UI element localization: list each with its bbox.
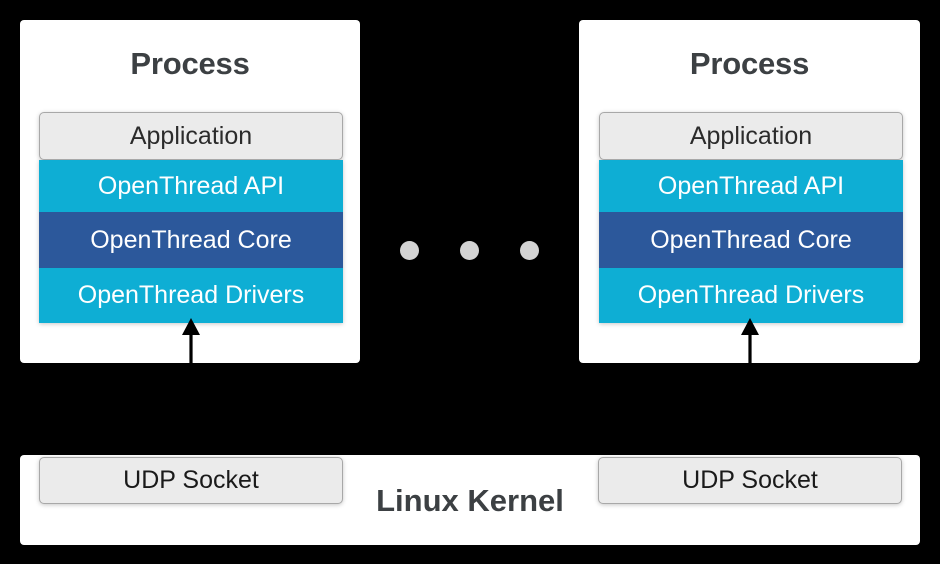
arrow-up-icon-left bbox=[182, 318, 200, 364]
layer-openthread-drivers-right: OpenThread Drivers bbox=[599, 268, 903, 323]
layer-openthread-api-right: OpenThread API bbox=[599, 160, 903, 212]
layer-openthread-core-left: OpenThread Core bbox=[39, 212, 343, 268]
process-title-left: Process bbox=[130, 46, 250, 81]
layer-stack-right: Application OpenThread API OpenThread Co… bbox=[599, 112, 903, 323]
layer-stack-left: Application OpenThread API OpenThread Co… bbox=[39, 112, 343, 323]
more-processes-ellipsis bbox=[398, 241, 542, 261]
layer-openthread-api-left: OpenThread API bbox=[39, 160, 343, 212]
ellipsis-dot-2 bbox=[460, 241, 479, 260]
layer-application-right: Application bbox=[599, 112, 903, 160]
kernel-title: Linux Kernel bbox=[376, 483, 564, 518]
arrow-up-icon-right bbox=[741, 318, 759, 364]
process-panel-right: Process Application OpenThread API OpenT… bbox=[579, 20, 920, 363]
layer-openthread-drivers-left: OpenThread Drivers bbox=[39, 268, 343, 323]
layer-application-left: Application bbox=[39, 112, 343, 160]
process-panel-left: Process Application OpenThread API OpenT… bbox=[20, 20, 360, 363]
udp-socket-left: UDP Socket bbox=[39, 457, 343, 504]
ellipsis-dot-1 bbox=[400, 241, 419, 260]
process-title-right: Process bbox=[689, 46, 810, 81]
ellipsis-dot-3 bbox=[520, 241, 539, 260]
layer-openthread-core-right: OpenThread Core bbox=[599, 212, 903, 268]
udp-socket-right: UDP Socket bbox=[598, 457, 902, 504]
kernel-panel: Linux Kernel UDP Socket UDP Socket bbox=[20, 455, 920, 545]
